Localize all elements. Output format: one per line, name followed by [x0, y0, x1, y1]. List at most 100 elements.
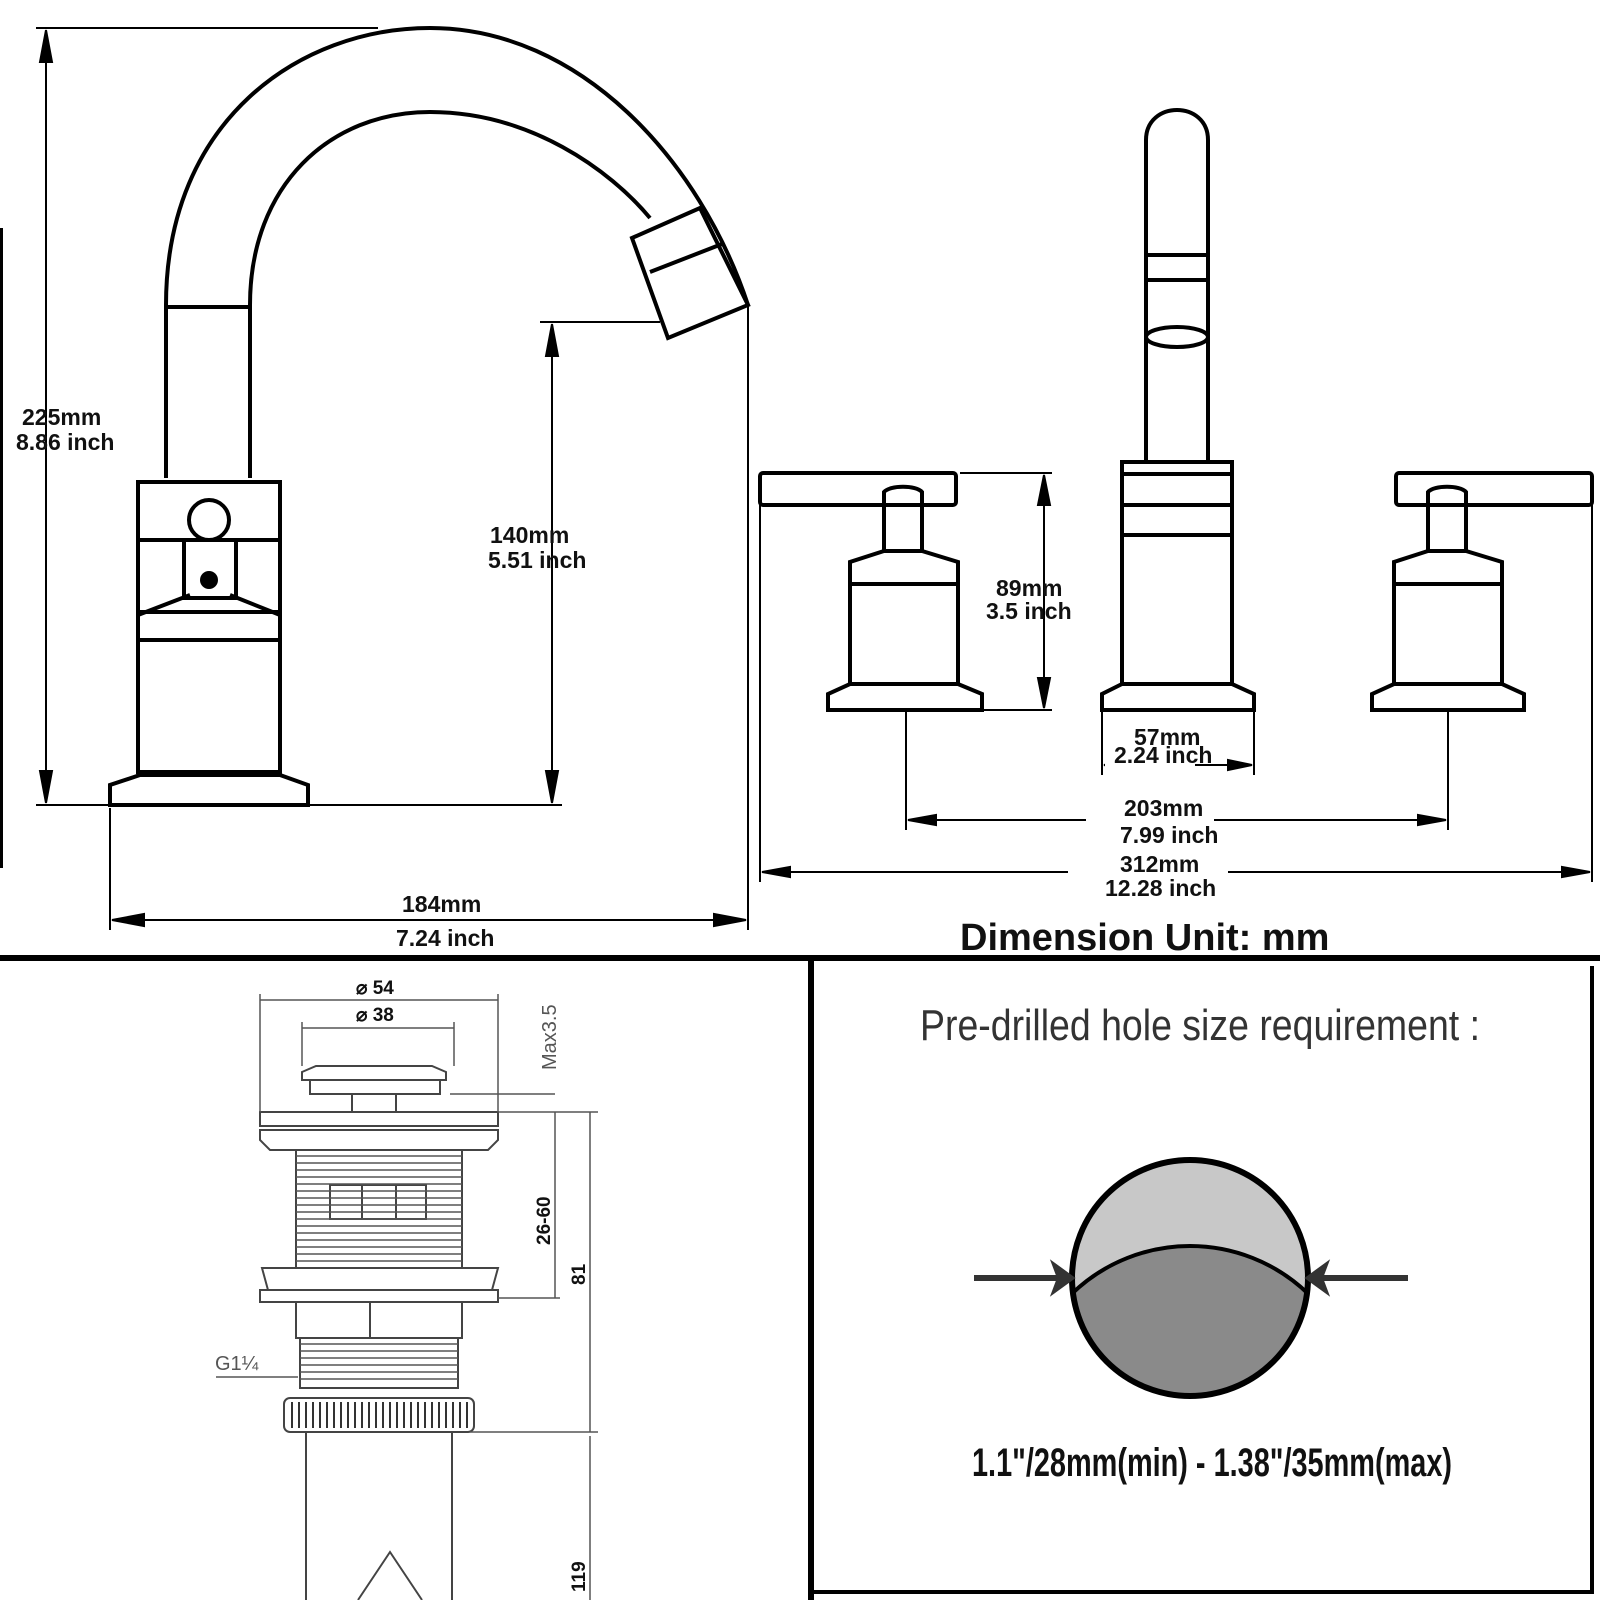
max-label: Max3.5 [539, 1004, 561, 1070]
inner-diameter: ⌀ 38 [356, 1005, 394, 1026]
arrow-left-3 [907, 813, 937, 827]
left-body [848, 582, 960, 686]
front-view-panel: 89mm 3.5 inch 57mm 2.24 inch 203mm 7.99 … [758, 0, 1600, 959]
right-base [1370, 682, 1526, 712]
arrow-up [38, 29, 54, 63]
left-collar [848, 549, 960, 584]
hole-panel-border [812, 966, 1594, 1594]
faucet-base [108, 773, 310, 807]
faucet-side-outline [108, 25, 751, 807]
hole-requirement-title: Pre-drilled hole size requirement : [920, 1001, 1480, 1050]
left-base [826, 682, 984, 712]
reach-mm: 184mm [402, 891, 481, 917]
side-view-panel: 225mm 8.86 inch 140mm 5.51 inch 184mm 7.… [0, 0, 760, 955]
vertical-divider [808, 958, 814, 1600]
arrow-right [713, 912, 747, 928]
hole-shadow [1072, 1244, 1308, 1396]
spacing-inch: 7.99 inch [1120, 822, 1218, 848]
right-collar [1392, 549, 1504, 584]
faucet-front-outline [758, 108, 1594, 712]
cap-disk [309, 1079, 441, 1095]
right-lever-cap [1426, 484, 1468, 505]
drain-drawing: ⌀ 54 ⌀ 38 Max3.5 26-60 81 G1¼ 119 [215, 978, 598, 1600]
arrow-right-3 [1417, 813, 1447, 827]
handle-hub [187, 498, 231, 542]
right-arrow-head [1304, 1259, 1331, 1297]
body-bevel-right [229, 593, 281, 617]
drain-cap [301, 1065, 447, 1081]
spout-tube [1144, 108, 1210, 460]
thread-label: G1¼ [215, 1353, 259, 1375]
handle-height-inch: 3.5 inch [986, 598, 1072, 624]
hole-requirement-panel: Pre-drilled hole size requirement : 1.1"… [812, 966, 1600, 1600]
hole-drawing: Pre-drilled hole size requirement : 1.1"… [920, 1001, 1480, 1485]
arrow-up-2 [544, 323, 560, 357]
lower-body [295, 1301, 463, 1339]
washer-plate [259, 1289, 499, 1303]
knurled-nut [283, 1397, 475, 1433]
body-height: 81 [569, 1263, 590, 1285]
drain-outline [259, 1065, 500, 1600]
drain-dimensions [216, 994, 598, 1600]
total-height-mm: 225mm [22, 404, 101, 430]
hole-shadow-group [1072, 1244, 1308, 1396]
knurl-lines [291, 1402, 468, 1428]
arrow-left-4 [761, 865, 791, 879]
tail-break [357, 1550, 423, 1600]
dimension-unit-label: Dimension Unit: mm [960, 917, 1329, 959]
spout-nozzle [629, 205, 751, 341]
base-width-inch: 2.24 inch [1114, 742, 1212, 768]
overall-width-inch: 12.28 inch [1105, 875, 1216, 901]
left-arrow-head [1049, 1259, 1076, 1297]
arrow-left [111, 912, 145, 928]
right-body [1392, 582, 1504, 686]
arrow-right-4 [1561, 865, 1591, 879]
thread-lines [296, 1155, 462, 1380]
thread-range: 26-60 [534, 1196, 555, 1245]
center-base [1100, 682, 1256, 712]
drain-flange-top [259, 1111, 499, 1127]
reach-inch: 7.24 inch [396, 925, 494, 951]
hole-size-range: 1.1"/28mm(min) - 1.38"/35mm(max) [972, 1441, 1452, 1485]
body-window [329, 1184, 427, 1220]
side-view-drawing: 225mm 8.86 inch 140mm 5.51 inch 184mm 7.… [0, 25, 751, 951]
arrow-up-3 [1036, 474, 1052, 506]
base-width-mm: 57mm [1134, 724, 1200, 750]
horizontal-divider [0, 955, 1600, 961]
spout-height-mm: 140mm [490, 522, 569, 548]
arrow-down-3 [1036, 677, 1052, 709]
total-height-inch: 8.86 inch [16, 429, 114, 455]
spout-outer-curve [164, 25, 750, 306]
right-lever [1394, 471, 1594, 507]
spout-inner-curve [248, 109, 652, 306]
left-edge-mark [0, 228, 3, 868]
hole-arrows [974, 1259, 1408, 1297]
side-dimensions [36, 27, 749, 930]
cap-stem [351, 1093, 397, 1113]
spout-height-inch: 5.51 inch [488, 547, 586, 573]
drain-flange [259, 1129, 499, 1151]
left-stem [882, 503, 924, 553]
washer [260, 1267, 500, 1291]
arrow-down-2 [544, 770, 560, 804]
outer-diameter: ⌀ 54 [356, 978, 394, 999]
threaded-body [295, 1149, 463, 1269]
overall-width-mm: 312mm [1120, 851, 1199, 877]
front-view-drawing: 89mm 3.5 inch 57mm 2.24 inch 203mm 7.99 … [758, 108, 1594, 959]
handle-screw [200, 571, 218, 589]
tail-height: 119 [569, 1561, 590, 1592]
body-bevel-left [137, 593, 191, 617]
left-lever-cap [882, 484, 924, 505]
center-body [1120, 460, 1234, 686]
tube-ring-3 [1144, 325, 1210, 349]
lower-thread [299, 1337, 459, 1389]
arrow-down [38, 770, 54, 804]
right-stem [1426, 503, 1468, 553]
handle-stem [182, 538, 238, 600]
handle-height-mm: 89mm [996, 575, 1062, 601]
arrow-right-2 [1227, 758, 1253, 772]
faucet-body [136, 480, 282, 774]
spacing-mm: 203mm [1124, 795, 1203, 821]
nozzle-ring [649, 242, 723, 274]
label-backdrops [1068, 733, 1228, 904]
